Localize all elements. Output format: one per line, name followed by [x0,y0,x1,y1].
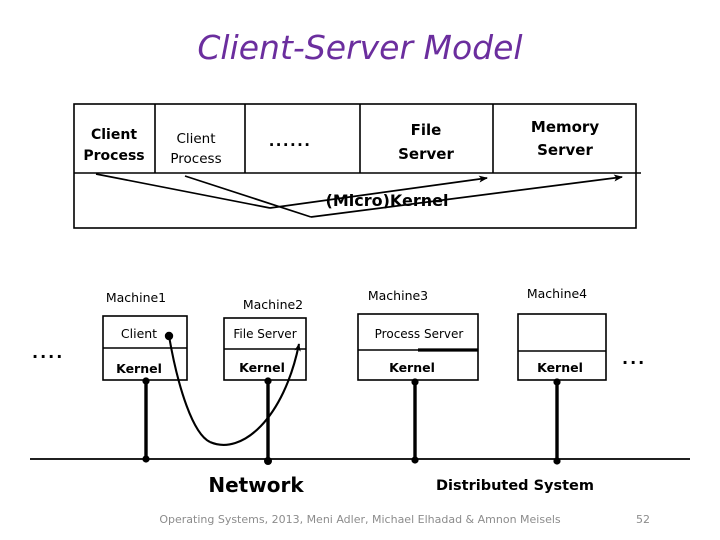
microkernel-label: (Micro)Kernel [326,191,449,210]
top-diagram: Client Process Client Process ...... Fil… [73,103,641,229]
machine-3-bottom-label: Kernel [389,360,435,375]
footer-credit-text: Operating Systems, 2013, Meni Adler, Mic… [159,513,561,526]
machine-2-top-label: File Server [233,327,296,341]
slide-footer: Operating Systems, 2013, Meni Adler, Mic… [0,513,720,535]
kernel-arrow-2-down [184,175,312,218]
machine-4-connector-dot-top [553,378,561,386]
machine-2-title: Machine2 [243,297,303,312]
machine-4-box [517,313,607,381]
cell-ellipsis: ...... [269,132,312,150]
machine-4-bottom-label: Kernel [537,360,583,375]
machine-4-title: Machine4 [527,286,587,301]
machine-2-bottom-label: Kernel [239,360,285,375]
kernel-arrow-2-up [310,174,623,218]
bottom-diagram: .... ... Machine1 Client Kernel Machine2 [30,286,690,497]
slide-number: 52 [636,513,650,526]
machine-3-title: Machine3 [368,288,428,303]
cell-client-process-1-line2: Process [83,148,144,164]
cell-memory-server-line2: Server [537,141,593,159]
cell-client-process-2-line1: Client [176,131,215,147]
machine-3-box [357,313,479,381]
machine-4: Machine4 Kernel [517,286,607,465]
cell-client-process-2-line2: Process [170,151,221,167]
message-arrow-segment-2 [209,343,301,446]
machine-1: Machine1 Client Kernel [102,290,188,463]
left-ellipsis: .... [32,343,64,362]
machine-2-connector-dot-top [264,377,272,385]
cell-memory-server-line1: Memory [531,118,599,136]
right-ellipsis: ... [622,349,646,368]
page-title: Client-Server Model [197,28,523,67]
machine-1-title: Machine1 [106,290,166,305]
machine-3-connector-dot-bottom [411,456,419,464]
machine-3: Machine3 Process Server Kernel [357,288,479,464]
cell-file-server-line2: Server [398,145,454,163]
machine-3-connector-dot-top [411,378,419,386]
cell-client-process-1-line1: Client [91,127,137,143]
machine-1-top-label: Client [121,326,157,341]
network-label: Network [208,473,304,497]
cell-file-server-line1: File [411,121,442,139]
microkernel-outer-box [73,103,637,229]
machine-3-top-label: Process Server [375,327,464,341]
machine-2: Machine2 File Server Kernel [223,297,307,465]
machine-1-bottom-label: Kernel [116,361,162,376]
kernel-arrow-1-down [95,173,271,209]
distributed-system-label: Distributed System [436,478,594,494]
machine-1-connector-dot-top [142,377,150,385]
kernel-arrow-1-up [269,175,488,209]
message-arrow-segment-1 [167,335,211,443]
